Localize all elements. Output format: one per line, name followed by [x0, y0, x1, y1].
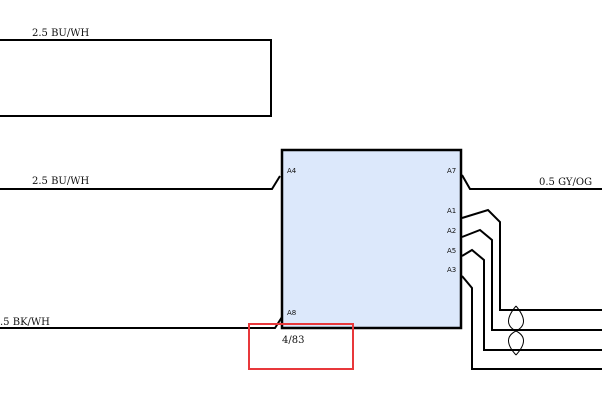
pin-label-a3: A3 [447, 266, 456, 274]
pin-label-a1: A1 [447, 207, 456, 215]
wire-a1 [461, 208, 602, 311]
wire-a2 [461, 228, 602, 331]
wire-right-top [461, 174, 602, 190]
wire-a3 [461, 275, 602, 370]
pin-label-a2: A2 [447, 227, 456, 235]
pin-label-a5: A5 [447, 247, 456, 255]
wire-middle-left [0, 175, 281, 190]
pin-label-a8: A8 [287, 309, 296, 317]
wire-label-bottom-left: .5 BK/WH [0, 317, 50, 328]
pin-label-a4: A4 [287, 167, 297, 175]
wire-label-right-top: 0.5 GY/OG [539, 177, 592, 188]
pin-label-a7: A7 [447, 167, 456, 175]
twisted-pair-symbol [508, 305, 524, 356]
wire-label-top: 2.5 BU/WH [32, 28, 90, 39]
wire-top-loop [0, 39, 272, 117]
wire-label-middle-left: 2.5 BU/WH [32, 176, 90, 187]
wire-a5 [461, 248, 602, 351]
control-module[interactable] [280, 148, 463, 330]
reference-highlight-box[interactable] [248, 323, 354, 370]
wire-bottom-left [0, 316, 283, 329]
reference-label: 4/83 [282, 335, 304, 346]
